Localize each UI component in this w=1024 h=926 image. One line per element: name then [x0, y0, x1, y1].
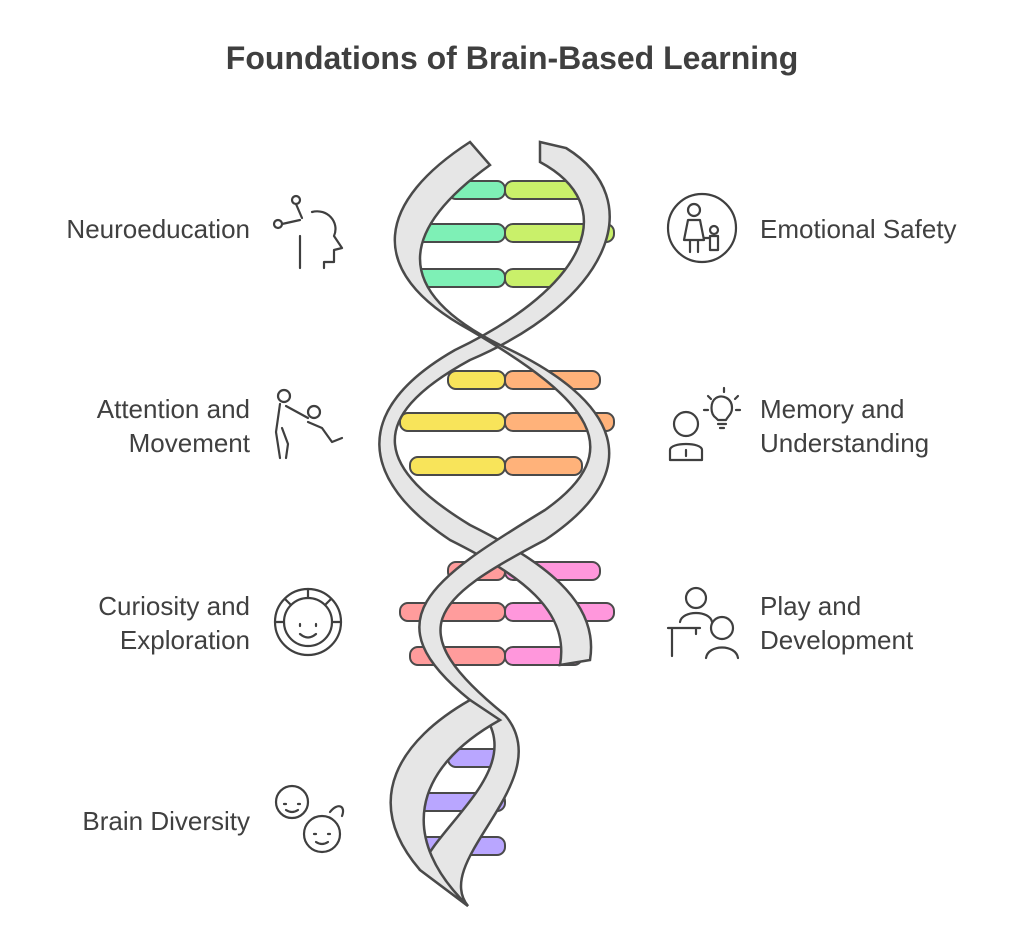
page-title: Foundations of Brain-Based Learning — [225, 40, 799, 76]
helix-rung-left — [447, 370, 506, 390]
label-memory-understanding: Memory and Understanding — [760, 394, 930, 458]
head-neuron-icon — [272, 194, 344, 270]
helix-strands — [378, 140, 611, 907]
helix-rung-left — [399, 412, 506, 432]
label-emotional-safety: Emotional Safety — [760, 214, 957, 244]
helix-strand-segment — [389, 698, 503, 907]
label-curiosity-exploration: Curiosity and Exploration — [98, 591, 250, 655]
helix-rung-right — [504, 456, 583, 476]
helix-rung-left — [409, 456, 506, 476]
label-attention-movement: Attention and Movement — [96, 394, 250, 458]
parent-child-circle-icon — [666, 192, 738, 264]
label-neuroeducation: Neuroeducation — [66, 214, 250, 244]
adult-child-play-icon — [274, 388, 344, 460]
teacher-student-desk-icon — [666, 586, 740, 660]
label-play-development: Play and Development — [760, 591, 914, 655]
helix-rung-left — [399, 602, 506, 622]
person-lightbulb-icon — [668, 386, 742, 462]
two-children-faces-icon — [274, 784, 345, 854]
smiling-face-circle-icon — [273, 587, 343, 657]
label-brain-diversity: Brain Diversity — [82, 806, 250, 836]
